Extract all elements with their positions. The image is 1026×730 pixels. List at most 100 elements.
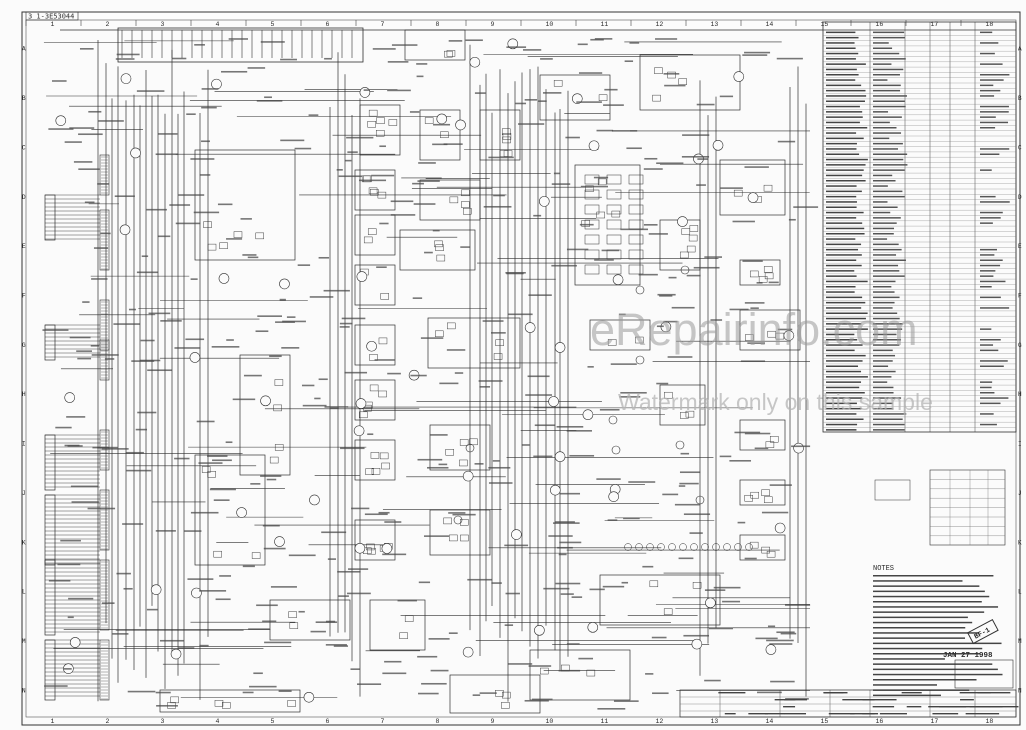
note-line-mark	[873, 585, 980, 587]
wire-label-mark	[642, 565, 654, 568]
parts-table-frame	[822, 21, 1017, 433]
wire-label-mark	[566, 248, 589, 251]
wire-label-mark	[314, 397, 321, 400]
component-boxes	[44, 29, 801, 714]
wire-label-mark	[122, 523, 144, 525]
module-box	[739, 419, 786, 451]
wire-labels	[42, 38, 819, 710]
wire-label-mark	[382, 672, 407, 675]
wire-label-mark	[643, 168, 663, 170]
part-number-mark	[826, 42, 855, 44]
column-number-bottom: 6	[326, 718, 330, 725]
relay-element	[370, 452, 380, 459]
wire-label-mark	[579, 223, 594, 226]
relay-element	[664, 391, 673, 399]
wire-label-mark	[350, 668, 360, 670]
relay-element	[460, 519, 469, 526]
wire-label-mark	[543, 587, 570, 590]
part-name-mark	[873, 360, 893, 362]
relay-element	[502, 136, 511, 144]
relay-element	[447, 322, 456, 330]
wire-label-mark	[710, 319, 723, 321]
wire-label-mark	[347, 592, 371, 595]
row-letter: L	[22, 589, 26, 596]
wire-label-mark	[248, 628, 270, 630]
drawing-number: 3 1-3E53044	[28, 13, 74, 21]
connector-stack	[99, 339, 110, 381]
wire-label-mark	[482, 320, 504, 322]
wire-label-mark	[515, 102, 527, 105]
wire-label-mark	[263, 547, 286, 550]
relay-element	[369, 189, 379, 196]
part-number-mark	[826, 174, 863, 177]
wire-label-mark	[217, 203, 233, 206]
part-name-mark	[873, 333, 897, 336]
relay-element	[376, 117, 385, 124]
relay-small	[584, 189, 600, 200]
wire-label-mark	[524, 99, 538, 101]
part-number-mark	[826, 169, 864, 171]
part-number-mark	[826, 402, 857, 405]
relay-small	[606, 219, 622, 230]
wire-label-mark	[479, 386, 491, 388]
part-note-mark	[980, 248, 997, 251]
module-box	[399, 229, 476, 271]
column-number: 16	[876, 21, 884, 28]
part-note-mark	[980, 307, 1010, 309]
part-number-mark	[826, 121, 860, 124]
relay-small	[584, 234, 600, 245]
wire-label-mark	[518, 123, 545, 125]
wire-label-mark	[321, 531, 347, 534]
callout-circle	[712, 140, 724, 151]
wire-label-mark	[76, 350, 92, 352]
part-name-mark	[873, 206, 898, 208]
wire-label-mark	[488, 156, 514, 159]
relay-element	[207, 243, 217, 251]
notes-block: NOTES	[873, 565, 1003, 697]
module-box	[429, 424, 491, 471]
part-name-mark	[873, 429, 905, 431]
callout-circle	[55, 115, 67, 126]
wire-label-mark	[413, 203, 436, 205]
wire-label-mark	[87, 507, 116, 510]
callout-circle	[507, 38, 519, 50]
wire-label-mark	[531, 698, 553, 701]
wire-label-mark	[578, 72, 603, 74]
note-line-mark	[873, 595, 990, 598]
wire-label-mark	[552, 522, 580, 524]
wire-label-mark	[719, 455, 732, 458]
wire-label-mark	[438, 463, 448, 466]
wire-label-mark	[560, 593, 574, 595]
relay-element	[201, 466, 211, 473]
part-note-mark	[980, 254, 995, 256]
part-number-mark	[826, 63, 866, 65]
column-number: 15	[821, 21, 829, 28]
wire-label-mark	[656, 382, 669, 385]
wire-label-mark	[211, 346, 240, 348]
wire-label-mark	[454, 372, 464, 374]
part-name-mark	[873, 68, 904, 71]
wire-label-mark	[196, 420, 215, 423]
wire-label-mark	[371, 174, 395, 177]
part-number-mark	[826, 301, 866, 304]
part-name-mark	[873, 296, 900, 299]
part-number-mark	[826, 365, 859, 367]
wire-label-mark	[766, 639, 794, 642]
wire-label-mark	[67, 445, 83, 447]
wire-label-mark	[488, 482, 513, 484]
relay-small	[628, 174, 644, 185]
relay-element	[255, 232, 264, 240]
wire-label-mark	[674, 503, 700, 506]
relay-small	[606, 249, 622, 260]
wire-label-mark	[492, 460, 500, 462]
wire-label-mark	[155, 530, 176, 532]
sensor-symbol	[635, 355, 645, 365]
wire-label-mark	[198, 462, 223, 464]
module-box	[449, 674, 541, 714]
wire-label-mark	[747, 342, 765, 344]
wire-label-mark	[51, 80, 67, 82]
wire-label-mark	[178, 194, 205, 196]
relay-element	[404, 615, 414, 622]
wire-label-mark	[472, 694, 481, 696]
